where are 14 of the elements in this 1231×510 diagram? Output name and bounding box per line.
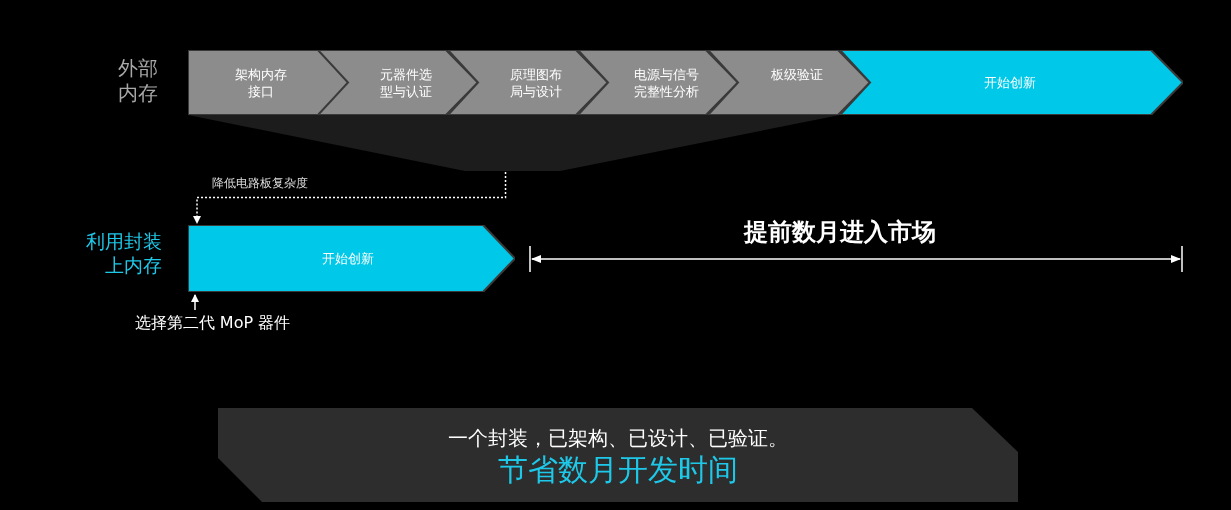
chevron-box: 元器件选型与认证 — [318, 50, 478, 115]
chevron-box: 原理图布局与设计 — [448, 50, 608, 115]
chevron-box: 板级验证 — [708, 50, 870, 115]
side-label: 利用封装上内存 — [85, 229, 162, 277]
chevron-box: 开始创新 — [188, 225, 515, 292]
side-label: 外部内存 — [117, 56, 158, 106]
chevron-box: 开始创新 — [840, 50, 1183, 115]
edge-label: 降低电路板复杂度 — [212, 175, 308, 192]
funnel-shape — [188, 115, 840, 171]
banner: 一个封装，已架构、已设计、已验证。 节省数月开发时间 — [218, 408, 1018, 502]
arrow — [193, 171, 507, 224]
arrow — [191, 294, 199, 311]
note-text: 选择第二代 MoP 器件 — [95, 310, 330, 354]
heading-text: 提前数月进入市场 — [742, 218, 937, 247]
